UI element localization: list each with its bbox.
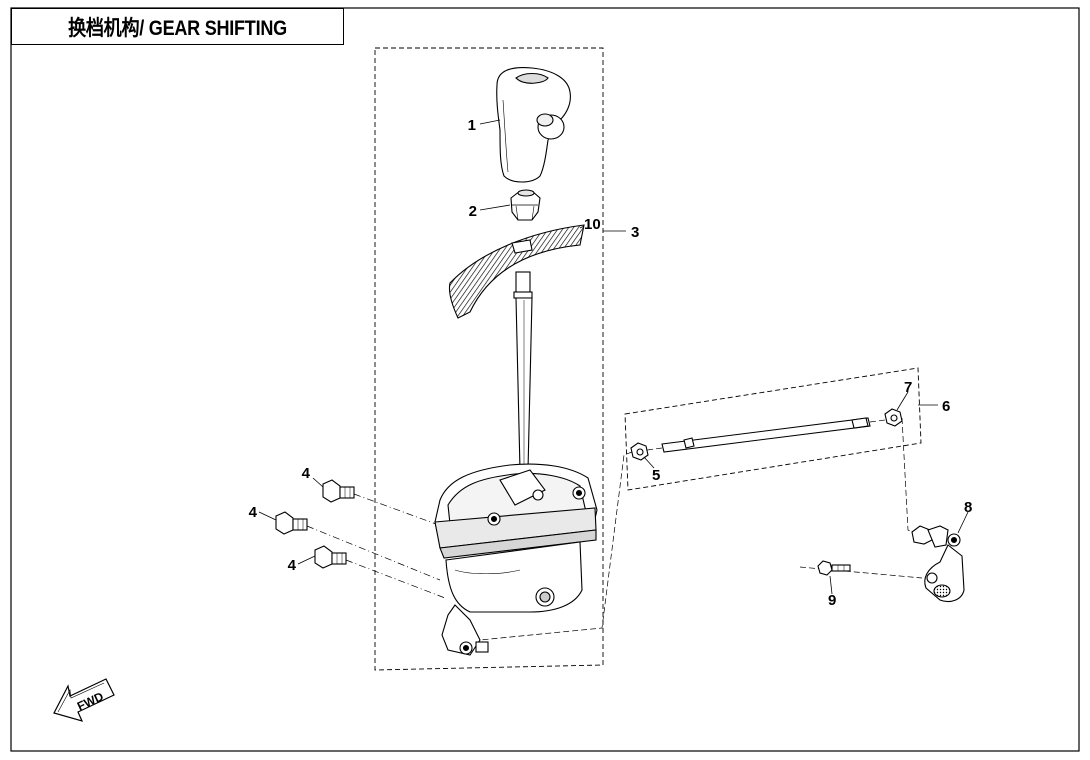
callout-4b: 4 [249, 504, 258, 521]
leader-lines [258, 119, 969, 595]
rod-to-shifter-line [479, 451, 633, 641]
callout-4c: 4 [288, 557, 297, 574]
ball-joint-nut-5 [630, 442, 649, 461]
callout-6: 6 [942, 398, 950, 415]
bolt-centerline-upper [353, 493, 437, 525]
flange-bolt-lower [314, 545, 347, 569]
knob-nut [510, 189, 541, 221]
shift-rod [631, 417, 901, 453]
ball-joint-nut-7 [884, 408, 903, 427]
frame-border [10, 7, 1080, 752]
bolt-centerline-middle [306, 525, 441, 581]
shift-arm [911, 525, 965, 603]
shift-knob [496, 66, 571, 183]
callout-5: 5 [652, 467, 660, 484]
page-title: 换档机构/ GEAR SHIFTING [68, 16, 287, 40]
flange-bolt-upper [322, 479, 355, 503]
callout-1: 1 [468, 117, 476, 134]
callout-3: 3 [631, 224, 639, 241]
callout-10: 10 [584, 216, 601, 233]
callout-8: 8 [964, 499, 972, 516]
callout-7: 7 [904, 379, 912, 396]
shifter-shaft [513, 271, 533, 471]
group-outline-shifter [374, 47, 604, 671]
title-box: 换档机构/ GEAR SHIFTING [11, 8, 344, 45]
arm-bolt [817, 560, 851, 576]
callout-4a: 4 [302, 465, 311, 482]
shifter-housing [434, 463, 598, 656]
group-outline-rod [624, 367, 922, 491]
gear-indicator-plate [448, 224, 585, 319]
rod-to-arm-line [901, 417, 917, 535]
flange-bolt-middle [275, 511, 308, 535]
callout-9: 9 [828, 592, 836, 609]
bolt-centerline-lower [345, 559, 446, 599]
callout-labels: 1 2 3 4 4 4 5 6 7 8 9 10 [249, 117, 973, 609]
callout-2: 2 [469, 203, 477, 220]
fwd-arrow: FWD [53, 678, 115, 722]
